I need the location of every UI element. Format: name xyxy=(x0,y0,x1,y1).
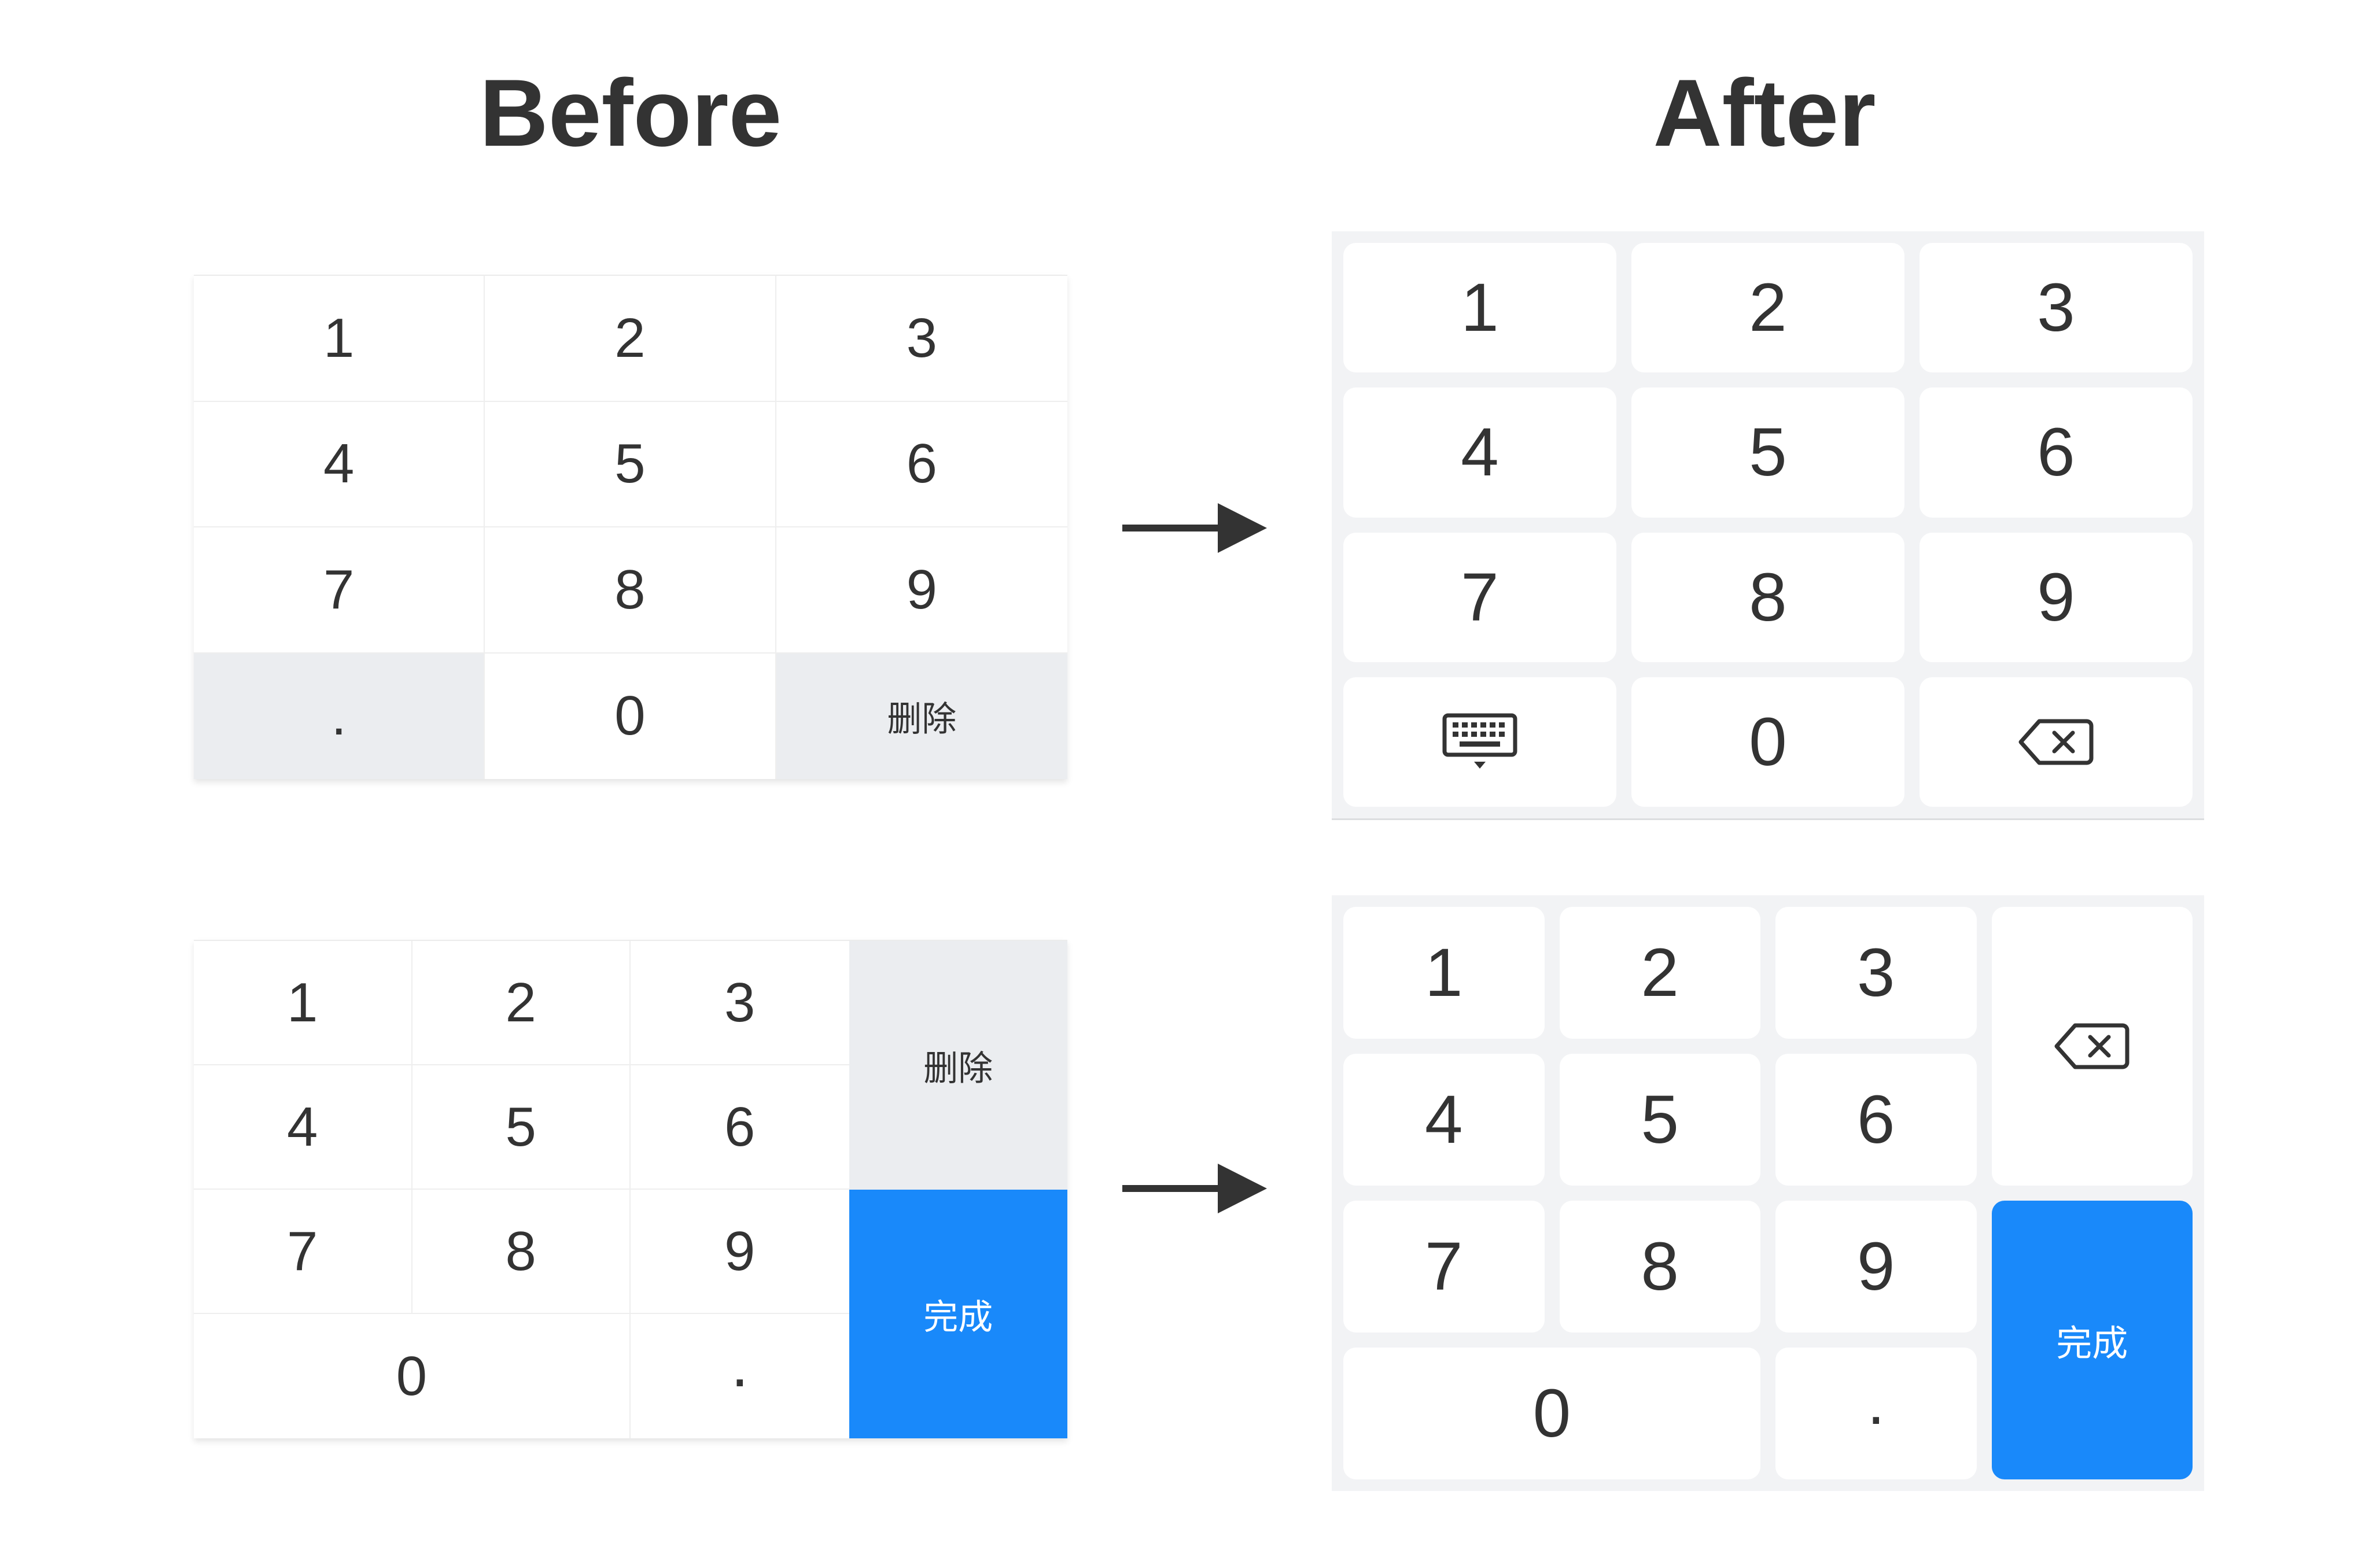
after-keyboard-custom: 1 2 3 4 5 6 7 8 9 完成 0 . xyxy=(1332,895,2204,1491)
key-8[interactable]: 8 xyxy=(412,1190,631,1314)
key-5[interactable]: 5 xyxy=(412,1065,631,1190)
key-7[interactable]: 7 xyxy=(194,527,485,654)
key-2[interactable]: 2 xyxy=(1631,243,1904,373)
after-keyboard-standard: 1 2 3 4 5 6 7 8 9 0 xyxy=(1332,231,2204,820)
key-2[interactable]: 2 xyxy=(485,276,776,402)
key-4[interactable]: 4 xyxy=(1343,387,1616,518)
delete-button[interactable]: 删除 xyxy=(849,941,1067,1190)
before-keyboard-standard: 1 2 3 4 5 6 7 8 9 . 0 删除 xyxy=(194,275,1067,779)
key-0[interactable]: 0 xyxy=(1631,677,1904,807)
key-3[interactable]: 3 xyxy=(1920,243,2193,373)
key-6[interactable]: 6 xyxy=(776,401,1067,527)
key-8[interactable]: 8 xyxy=(485,527,776,654)
arrow-right-icon xyxy=(1122,1164,1267,1213)
key-1[interactable]: 1 xyxy=(194,276,485,402)
key-3[interactable]: 3 xyxy=(776,276,1067,402)
delete-button[interactable]: 删除 xyxy=(776,653,1067,779)
key-dot[interactable]: . xyxy=(194,653,485,779)
key-9[interactable]: 9 xyxy=(1920,532,2193,662)
key-7[interactable]: 7 xyxy=(194,1190,412,1314)
key-6[interactable]: 6 xyxy=(631,1065,849,1190)
key-0[interactable]: 0 xyxy=(485,653,776,779)
key-8[interactable]: 8 xyxy=(1559,1201,1760,1333)
key-5[interactable]: 5 xyxy=(485,401,776,527)
key-4[interactable]: 4 xyxy=(194,401,485,527)
key-2[interactable]: 2 xyxy=(412,941,631,1065)
key-3[interactable]: 3 xyxy=(1775,907,1977,1039)
collapse-keyboard-button[interactable] xyxy=(1343,677,1616,807)
key-9[interactable]: 9 xyxy=(776,527,1067,654)
key-dot[interactable]: . xyxy=(631,1314,849,1438)
delete-button[interactable] xyxy=(1991,907,2193,1186)
before-heading: Before xyxy=(479,60,782,166)
done-button[interactable]: 完成 xyxy=(1991,1201,2193,1479)
arrow-right-icon xyxy=(1122,503,1267,553)
key-7[interactable]: 7 xyxy=(1343,1201,1545,1333)
delete-button[interactable] xyxy=(1920,677,2193,807)
backspace-icon xyxy=(2054,1023,2130,1069)
key-6[interactable]: 6 xyxy=(1775,1054,1977,1186)
key-1[interactable]: 1 xyxy=(1343,907,1545,1039)
key-8[interactable]: 8 xyxy=(1631,532,1904,662)
key-1[interactable]: 1 xyxy=(194,941,412,1065)
backspace-icon xyxy=(2018,719,2094,765)
key-7[interactable]: 7 xyxy=(1343,532,1616,662)
key-dot[interactable]: . xyxy=(1775,1348,1977,1479)
key-1[interactable]: 1 xyxy=(1343,243,1616,373)
key-0[interactable]: 0 xyxy=(1343,1348,1760,1479)
key-2[interactable]: 2 xyxy=(1559,907,1760,1039)
key-0[interactable]: 0 xyxy=(194,1314,631,1438)
key-5[interactable]: 5 xyxy=(1631,387,1904,518)
key-6[interactable]: 6 xyxy=(1920,387,2193,518)
key-4[interactable]: 4 xyxy=(1343,1054,1545,1186)
key-5[interactable]: 5 xyxy=(1559,1054,1760,1186)
before-keyboard-custom: 1 2 3 删除 4 5 6 7 8 9 完成 0 . xyxy=(194,940,1067,1438)
key-4[interactable]: 4 xyxy=(194,1065,412,1190)
keyboard-hide-icon xyxy=(1442,713,1517,769)
done-button[interactable]: 完成 xyxy=(849,1190,1067,1438)
after-heading: After xyxy=(1653,60,1876,166)
key-9[interactable]: 9 xyxy=(1775,1201,1977,1333)
key-3[interactable]: 3 xyxy=(631,941,849,1065)
key-9[interactable]: 9 xyxy=(631,1190,849,1314)
